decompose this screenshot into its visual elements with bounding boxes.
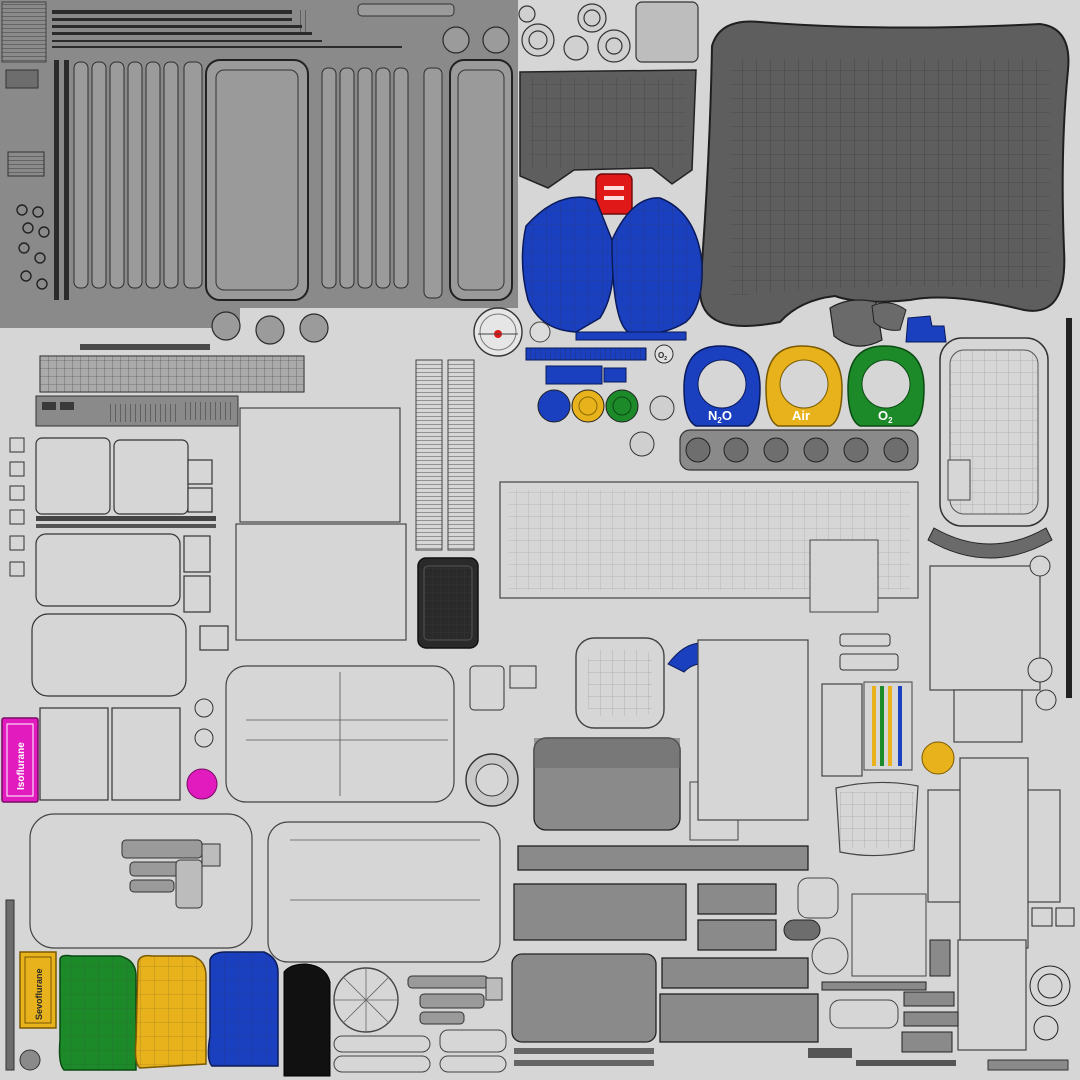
hose-fittings [121,839,503,1025]
yellow-cap [921,741,955,775]
caster-wheel [333,967,399,1033]
ribbed-column-b [447,359,475,551]
gas-tag-air: Air [765,345,843,427]
gear-strip [679,429,919,471]
isoflurane-cap [186,768,218,800]
o2-small-label: O2 [658,351,667,362]
machine-shell-foot [829,299,883,347]
svg-text:O2: O2 [878,408,893,425]
svg-text:Air: Air [792,408,810,423]
bottom-right-parts [821,907,1075,1053]
alarm-red-cap [595,173,633,215]
gas-tag-o2: O2 [847,345,925,427]
blue-clip [905,315,947,343]
bottle-black [283,963,331,1077]
lower-dark-blocks [511,737,819,1043]
pressure-gauge [473,307,523,357]
svg-text:N2O: N2O [708,408,732,425]
gas-tag-n2o: N2O [683,345,761,427]
svg-text:Isoflurane: Isoflurane [16,742,27,790]
arc-rail [927,527,1053,559]
svg-text:Sevoflurane: Sevoflurane [34,968,44,1020]
panel-pieces-left [31,437,229,801]
valve-housing [635,1,699,63]
flow-knobs [537,389,639,423]
right-panels [697,565,1061,1051]
ribbed-column-a [415,359,443,551]
sevoflurane-tag: Sevoflurane [19,951,57,1029]
top-ring-parts [518,3,631,63]
top-left-panel-region [0,0,518,393]
isoflurane-tag: Isoflurane [1,717,39,803]
blue-bellows [521,196,703,341]
